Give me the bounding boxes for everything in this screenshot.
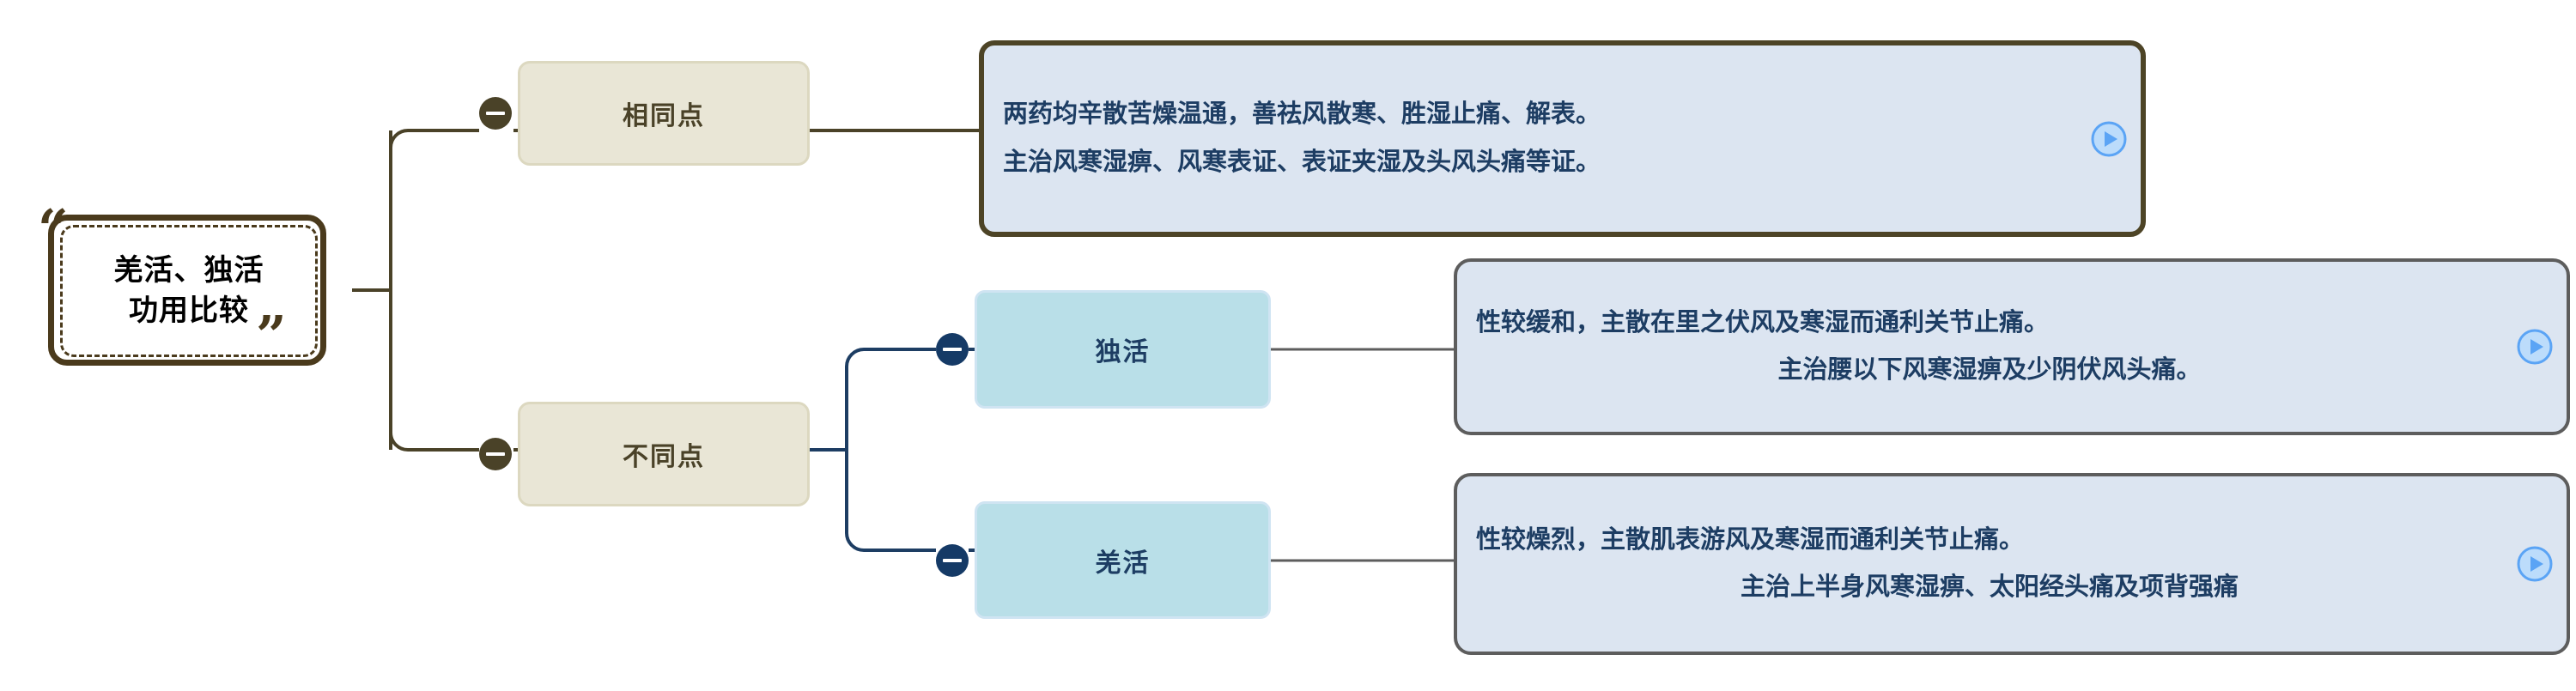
minus-icon — [486, 452, 505, 456]
card-line: 主治腰以下风寒湿痹及少阴伏风头痛。 — [1777, 356, 2202, 384]
minus-icon — [943, 348, 962, 351]
node-same[interactable]: 相同点 — [518, 61, 810, 166]
play-icon[interactable] — [2515, 545, 2555, 583]
quote-close-icon: ” — [256, 304, 287, 367]
content-card-duhuo-text: 性较缓和，主散在里之伏风及寒湿而通利关节止痛。 主治腰以下风寒湿痹及少阴伏风头痛… — [1457, 300, 2515, 394]
root-title-line1: 羌活、独活 — [113, 253, 264, 287]
minus-icon — [486, 112, 505, 115]
node-qianghuo-label: 羌活 — [1095, 549, 1151, 578]
minus-icon — [943, 559, 962, 562]
play-icon[interactable] — [2089, 120, 2129, 158]
node-same-label: 相同点 — [623, 102, 705, 130]
quote-open-icon: “ — [38, 197, 69, 260]
card-line: 主治风寒湿痹、风寒表证、表证夹湿及头风头痛等证。 — [1003, 148, 1601, 176]
card-line: 性较燥烈，主散肌表游风及寒湿而通利关节止痛。 — [1476, 525, 2025, 554]
card-line: 两药均辛散苦燥温通，善祛风散寒、胜湿止痛、解表。 — [1003, 100, 1601, 129]
collapse-toggle-same[interactable] — [479, 97, 512, 130]
node-qianghuo[interactable]: 羌活 — [975, 501, 1271, 619]
card-line: 主治上半身风寒湿痹、太阳经头痛及项背强痛 — [1740, 573, 2239, 601]
collapse-toggle-duhuo[interactable] — [936, 333, 969, 366]
root-node[interactable]: “ ” 羌活、独活 功用比较 — [26, 196, 352, 385]
content-card-qianghuo[interactable]: 性较燥烈，主散肌表游风及寒湿而通利关节止痛。 主治上半身风寒湿痹、太阳经头痛及项… — [1454, 473, 2570, 655]
node-duhuo-label: 独活 — [1095, 338, 1151, 367]
node-duhuo[interactable]: 独活 — [975, 290, 1271, 409]
collapse-toggle-diff[interactable] — [479, 438, 512, 470]
card-line: 性较缓和，主散在里之伏风及寒湿而通利关节止痛。 — [1476, 308, 2050, 336]
content-card-duhuo[interactable]: 性较缓和，主散在里之伏风及寒湿而通利关节止痛。 主治腰以下风寒湿痹及少阴伏风头痛… — [1454, 258, 2570, 435]
collapse-toggle-qianghuo[interactable] — [936, 544, 969, 577]
root-frame-outer — [48, 215, 326, 366]
node-diff-label: 不同点 — [623, 443, 705, 471]
root-title-line2: 功用比较 — [129, 294, 249, 327]
node-diff[interactable]: 不同点 — [518, 402, 810, 506]
play-icon[interactable] — [2515, 328, 2555, 366]
content-card-qianghuo-text: 性较燥烈，主散肌表游风及寒湿而通利关节止痛。 主治上半身风寒湿痹、太阳经头痛及项… — [1457, 517, 2515, 611]
content-card-same-text: 两药均辛散苦燥温通，善祛风散寒、胜湿止痛、解表。 主治风寒湿痹、风寒表证、表证夹… — [984, 91, 2089, 185]
content-card-same[interactable]: 两药均辛散苦燥温通，善祛风散寒、胜湿止痛、解表。 主治风寒湿痹、风寒表证、表证夹… — [979, 40, 2146, 237]
root-title: 羌活、独活 功用比较 — [60, 225, 318, 357]
root-frame-inner — [60, 225, 318, 357]
